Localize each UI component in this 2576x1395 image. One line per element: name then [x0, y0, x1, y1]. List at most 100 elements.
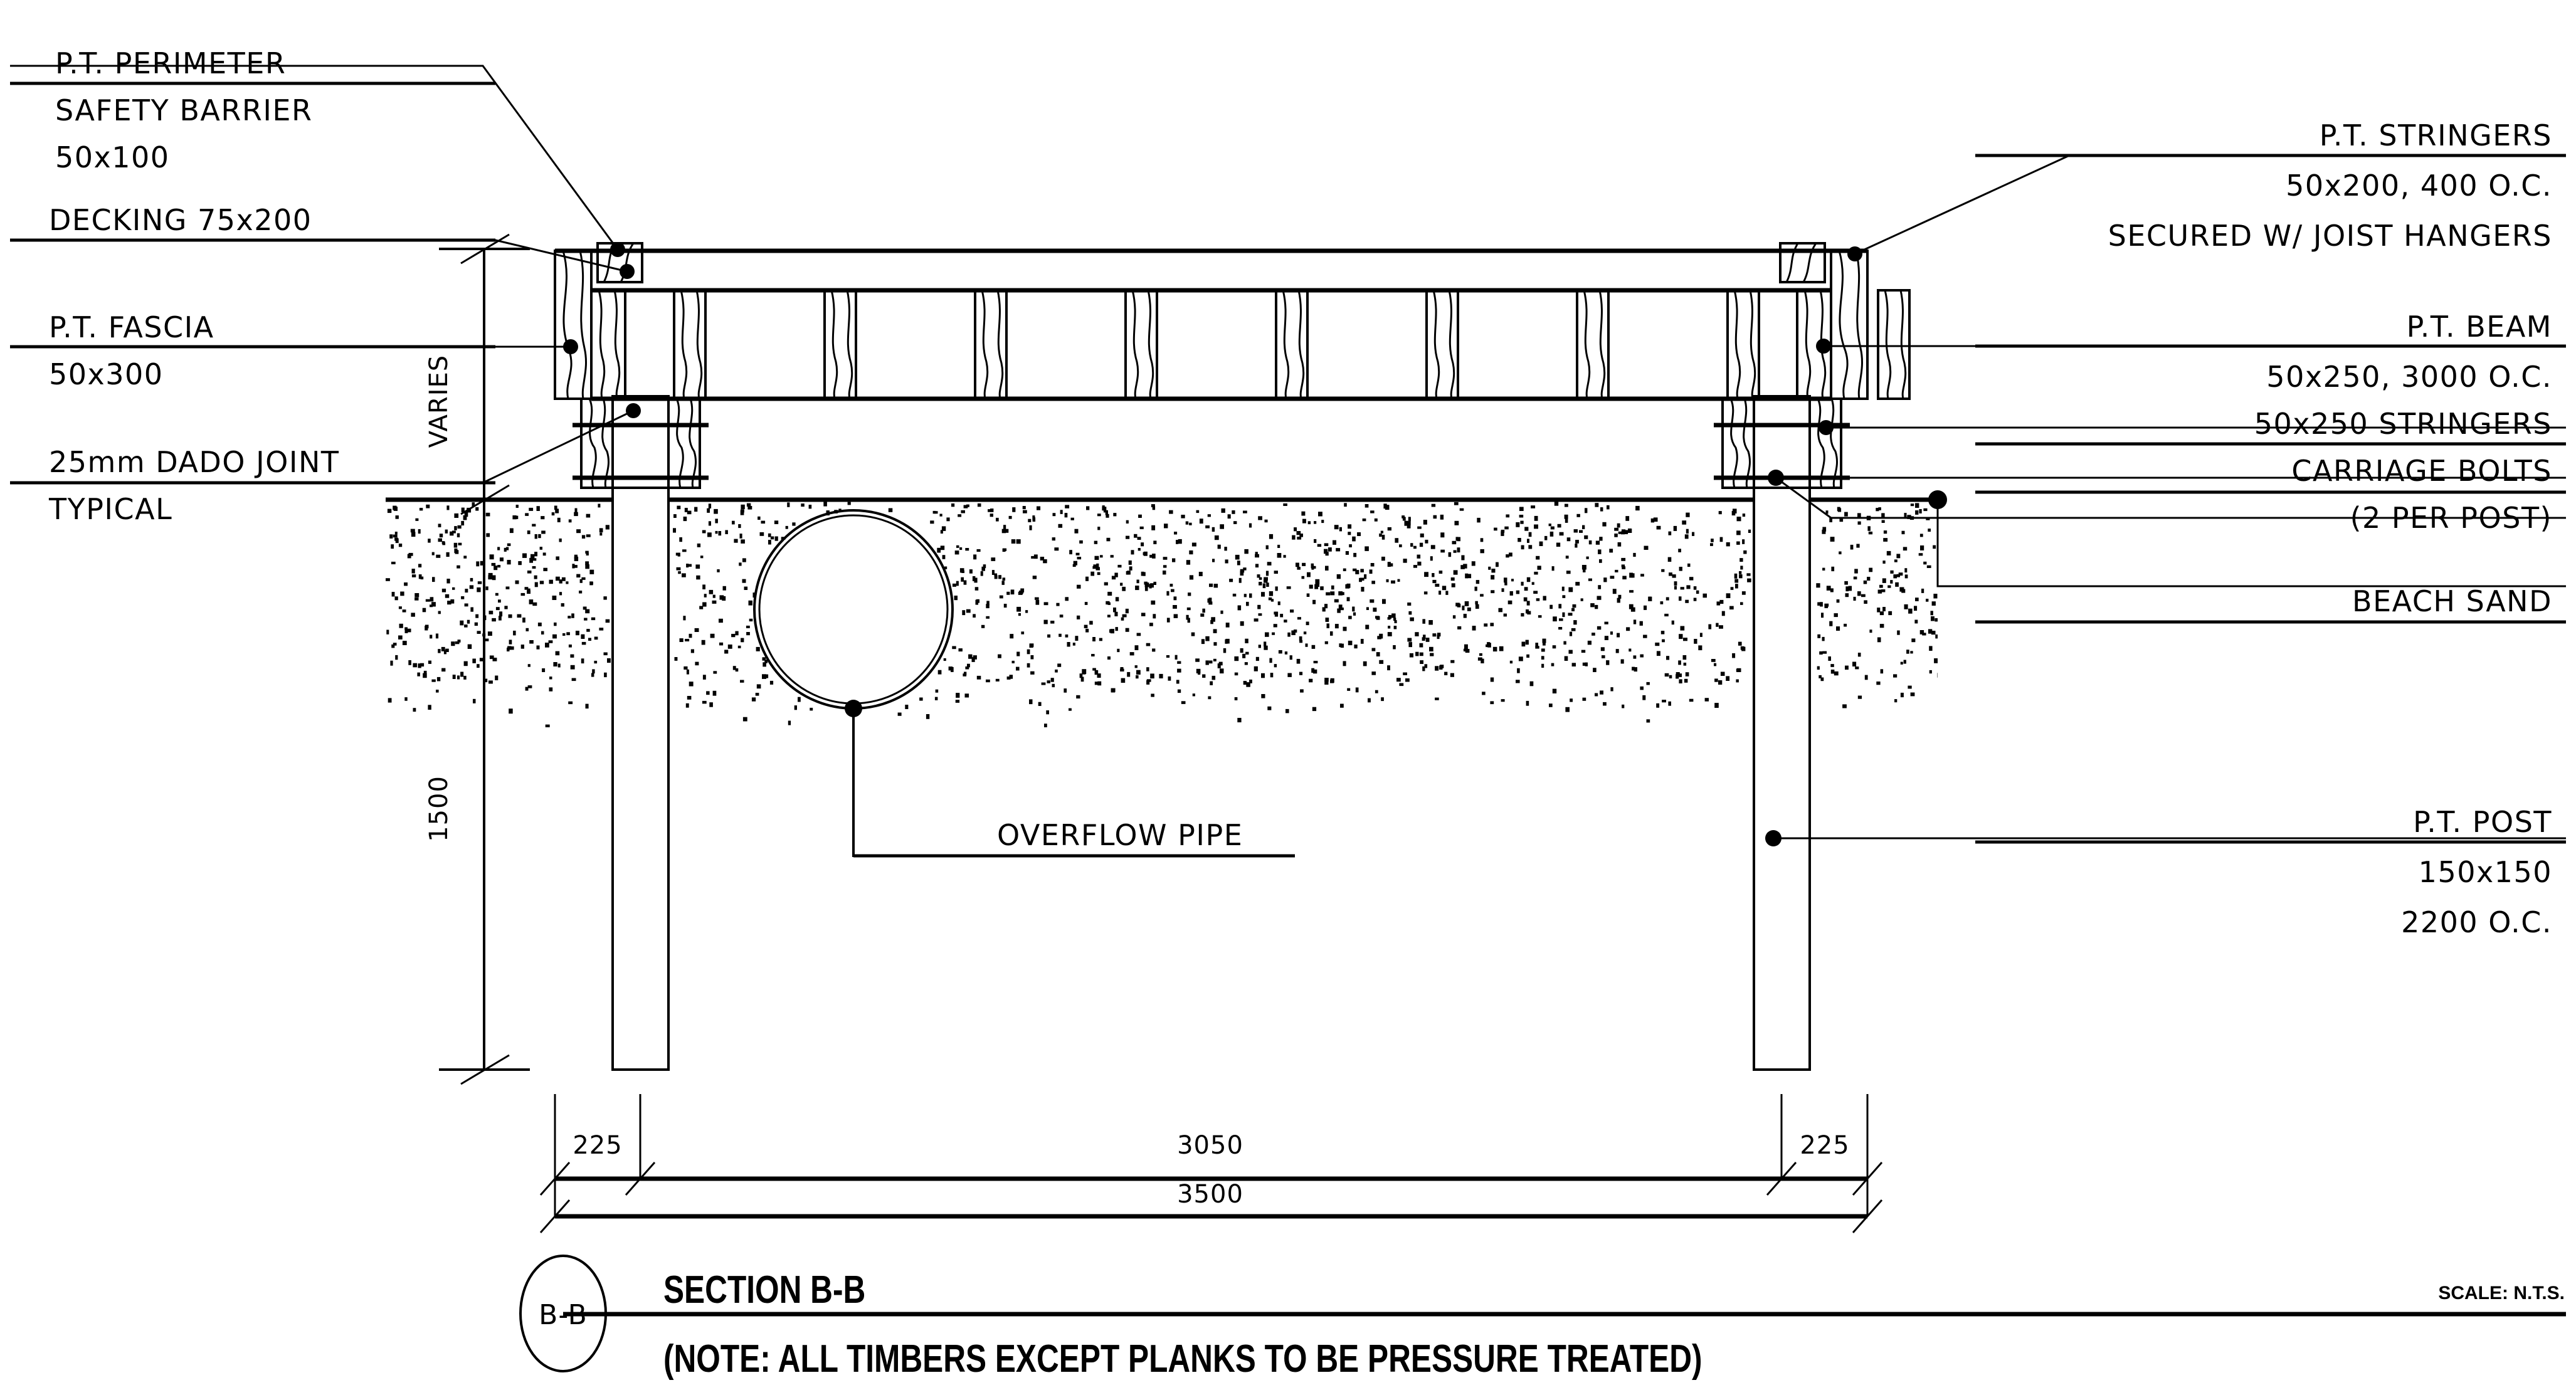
- sand-speck: [1016, 606, 1021, 612]
- sand-speck: [428, 705, 431, 710]
- sand-speck: [1877, 608, 1881, 613]
- sand-speck: [1559, 532, 1564, 536]
- sand-speck: [1408, 642, 1412, 648]
- sand-speck: [1731, 511, 1736, 516]
- sand-speck: [699, 606, 704, 609]
- sand-speck: [1595, 503, 1599, 507]
- sand-speck: [741, 638, 744, 643]
- sand-speck: [1274, 571, 1278, 574]
- sand-speck: [1292, 535, 1296, 540]
- sand-speck: [1265, 632, 1269, 637]
- sand-speck: [1662, 700, 1666, 703]
- sand-speck: [1919, 630, 1924, 634]
- sand-speck: [1710, 543, 1713, 546]
- sand-speck: [1237, 718, 1242, 723]
- sand-speck: [566, 581, 569, 584]
- sand-speck: [1099, 638, 1102, 641]
- sand-speck: [794, 705, 797, 710]
- sand-speck: [418, 663, 421, 668]
- sand-speck: [1855, 666, 1859, 670]
- sand-speck: [1822, 636, 1825, 641]
- sand-speck: [1928, 529, 1931, 532]
- sand-speck: [539, 581, 544, 584]
- sand-speck: [1144, 582, 1149, 587]
- sand-speck: [402, 609, 406, 613]
- sand-speck: [419, 508, 423, 511]
- sand-speck: [1092, 668, 1096, 671]
- sand-speck: [1324, 549, 1328, 554]
- sand-speck: [1277, 553, 1282, 558]
- sand-speck: [1322, 607, 1326, 612]
- sand-speck: [1475, 580, 1480, 584]
- sand-speck: [1423, 520, 1427, 525]
- sand-speck: [1152, 554, 1156, 559]
- sand-speck: [1213, 629, 1217, 633]
- sand-speck: [1391, 613, 1396, 618]
- sand-speck: [1633, 655, 1637, 659]
- sand-speck: [1191, 632, 1195, 636]
- sand-speck: [946, 517, 950, 522]
- sand-speck: [724, 650, 729, 654]
- sand-speck: [1879, 624, 1884, 628]
- sand-speck: [1410, 543, 1413, 547]
- stringer: [1877, 289, 1911, 400]
- sand-speck: [1096, 563, 1099, 567]
- sand-speck: [1621, 529, 1626, 534]
- sand-speck: [1113, 608, 1116, 613]
- sand-speck: [1679, 679, 1682, 683]
- sand-speck: [1249, 679, 1252, 683]
- sand-speck: [1306, 593, 1310, 597]
- sand-speck: [557, 517, 561, 522]
- sand-speck: [441, 646, 445, 651]
- sand-speck: [1496, 562, 1499, 567]
- sand-speck: [1076, 695, 1080, 699]
- sand-speck: [538, 534, 541, 539]
- sand-speck: [1127, 671, 1131, 677]
- sand-speck: [1581, 565, 1586, 570]
- sand-speck: [1297, 617, 1301, 620]
- title-note: (NOTE: ALL TIMBERS EXCEPT PLANKS TO BE P…: [663, 1337, 1702, 1381]
- sand-speck: [1452, 615, 1456, 619]
- sand-speck: [1075, 636, 1079, 641]
- sand-speck: [398, 635, 403, 640]
- sand-speck: [571, 613, 574, 618]
- sand-speck: [1360, 569, 1364, 572]
- sand-speck: [1503, 613, 1507, 617]
- sand-speck: [1646, 719, 1650, 723]
- sand-speck: [1836, 599, 1840, 603]
- sand-speck: [1817, 634, 1821, 638]
- sand-speck: [1397, 579, 1400, 582]
- sand-speck: [411, 532, 416, 537]
- sand-speck: [1893, 674, 1898, 678]
- sand-speck: [509, 708, 513, 714]
- sand-speck: [1324, 543, 1329, 546]
- sand-speck: [1177, 689, 1181, 693]
- sand-speck: [1564, 656, 1568, 661]
- sand-speck: [423, 670, 427, 675]
- sand-speck: [1077, 584, 1081, 589]
- sand-speck: [1002, 548, 1006, 552]
- sand-speck: [1550, 526, 1555, 530]
- sand-speck: [1669, 675, 1672, 678]
- sand-speck: [1528, 532, 1532, 537]
- sand-speck: [1702, 593, 1707, 598]
- sand-speck: [1604, 636, 1608, 640]
- sand-speck: [458, 542, 462, 545]
- sand-speck: [1511, 579, 1514, 582]
- sand-speck: [709, 702, 713, 707]
- sand-speck: [1856, 544, 1860, 548]
- sand-speck: [1201, 639, 1205, 645]
- label-perimeter-barrier: P.T. PERIMETER SAFETY BARRIER 50x100: [55, 46, 312, 174]
- sand-speck: [418, 574, 422, 579]
- sand-speck: [532, 524, 536, 527]
- sand-speck: [1210, 620, 1213, 624]
- sand-speck: [472, 658, 476, 663]
- sand-speck: [1220, 610, 1223, 614]
- sand-speck: [1708, 624, 1712, 629]
- sand-speck: [520, 645, 524, 649]
- sand-speck: [549, 687, 553, 692]
- sand-speck: [1030, 671, 1035, 675]
- sand-speck: [568, 645, 572, 648]
- sand-speck: [1413, 545, 1417, 549]
- sand-speck: [1344, 503, 1347, 507]
